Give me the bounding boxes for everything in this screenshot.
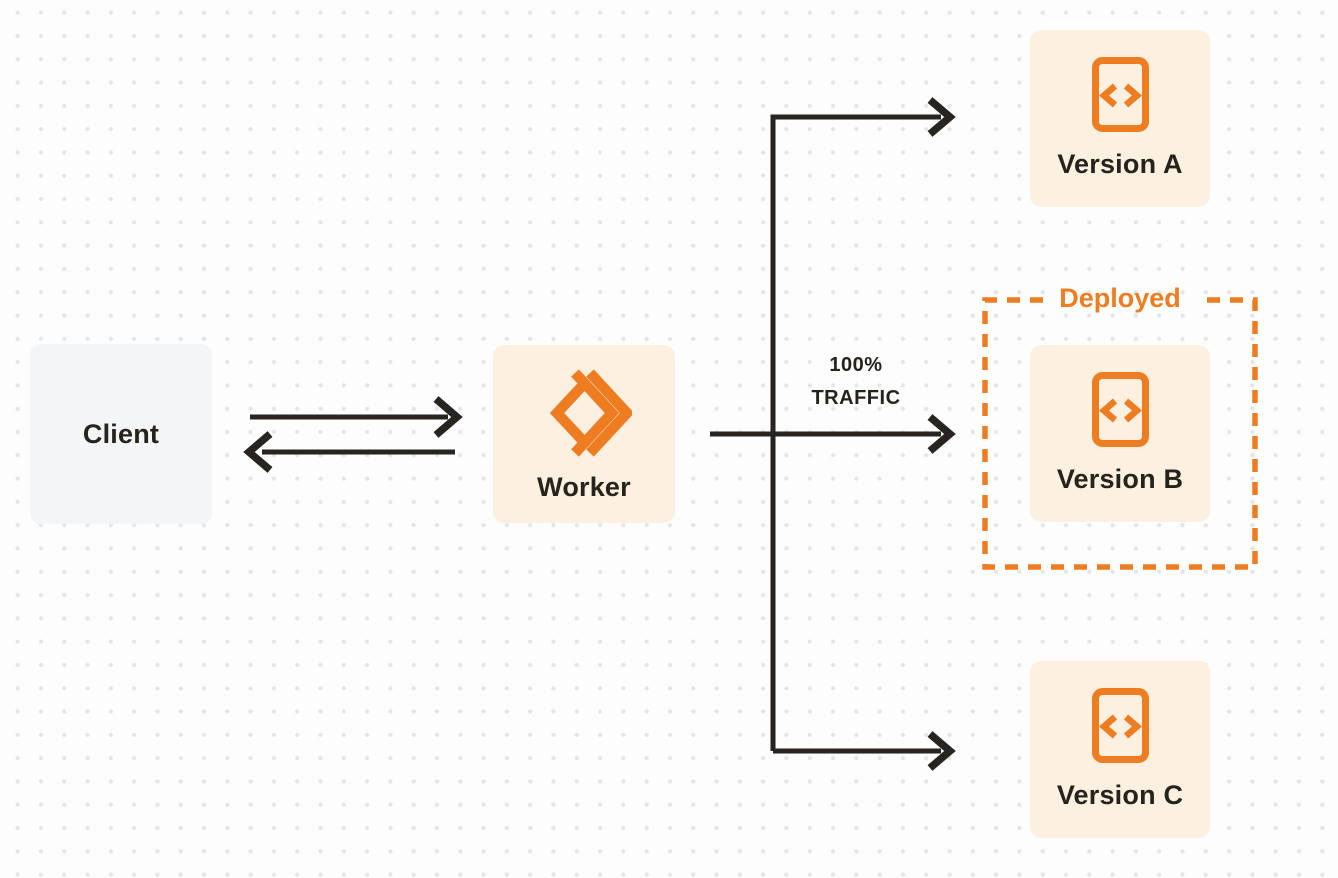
version-b-label: Version B bbox=[1056, 464, 1184, 494]
branch-top-line bbox=[770, 114, 941, 751]
version-a-label: Version A bbox=[1057, 149, 1183, 179]
arrowhead-version-b bbox=[927, 414, 956, 454]
version-b-node: Version B bbox=[1030, 345, 1210, 522]
worker-label: Worker bbox=[537, 471, 631, 502]
arrowhead-version-c bbox=[927, 731, 956, 771]
code-file-icon bbox=[1091, 57, 1149, 132]
arrowhead-version-a bbox=[927, 97, 956, 137]
version-c-label: Version C bbox=[1056, 780, 1184, 810]
traffic-percent: 100% bbox=[829, 354, 883, 376]
client-to-worker-arrow bbox=[250, 396, 463, 438]
client-node: Client bbox=[30, 344, 212, 524]
code-file-icon bbox=[1091, 372, 1149, 447]
traffic-word: TRAFFIC bbox=[811, 387, 901, 409]
traffic-split-connector bbox=[710, 97, 956, 771]
client-label: Client bbox=[82, 418, 160, 449]
worker-node: Worker bbox=[493, 345, 675, 523]
traffic-label: 100% TRAFFIC bbox=[796, 349, 916, 415]
version-a-node: Version A bbox=[1030, 30, 1210, 207]
code-file-icon bbox=[1091, 688, 1149, 763]
deployed-label: Deployed bbox=[1059, 283, 1181, 313]
worker-to-client-arrow bbox=[243, 431, 455, 473]
cloudflare-workers-icon bbox=[549, 368, 632, 457]
version-c-node: Version C bbox=[1030, 661, 1210, 838]
